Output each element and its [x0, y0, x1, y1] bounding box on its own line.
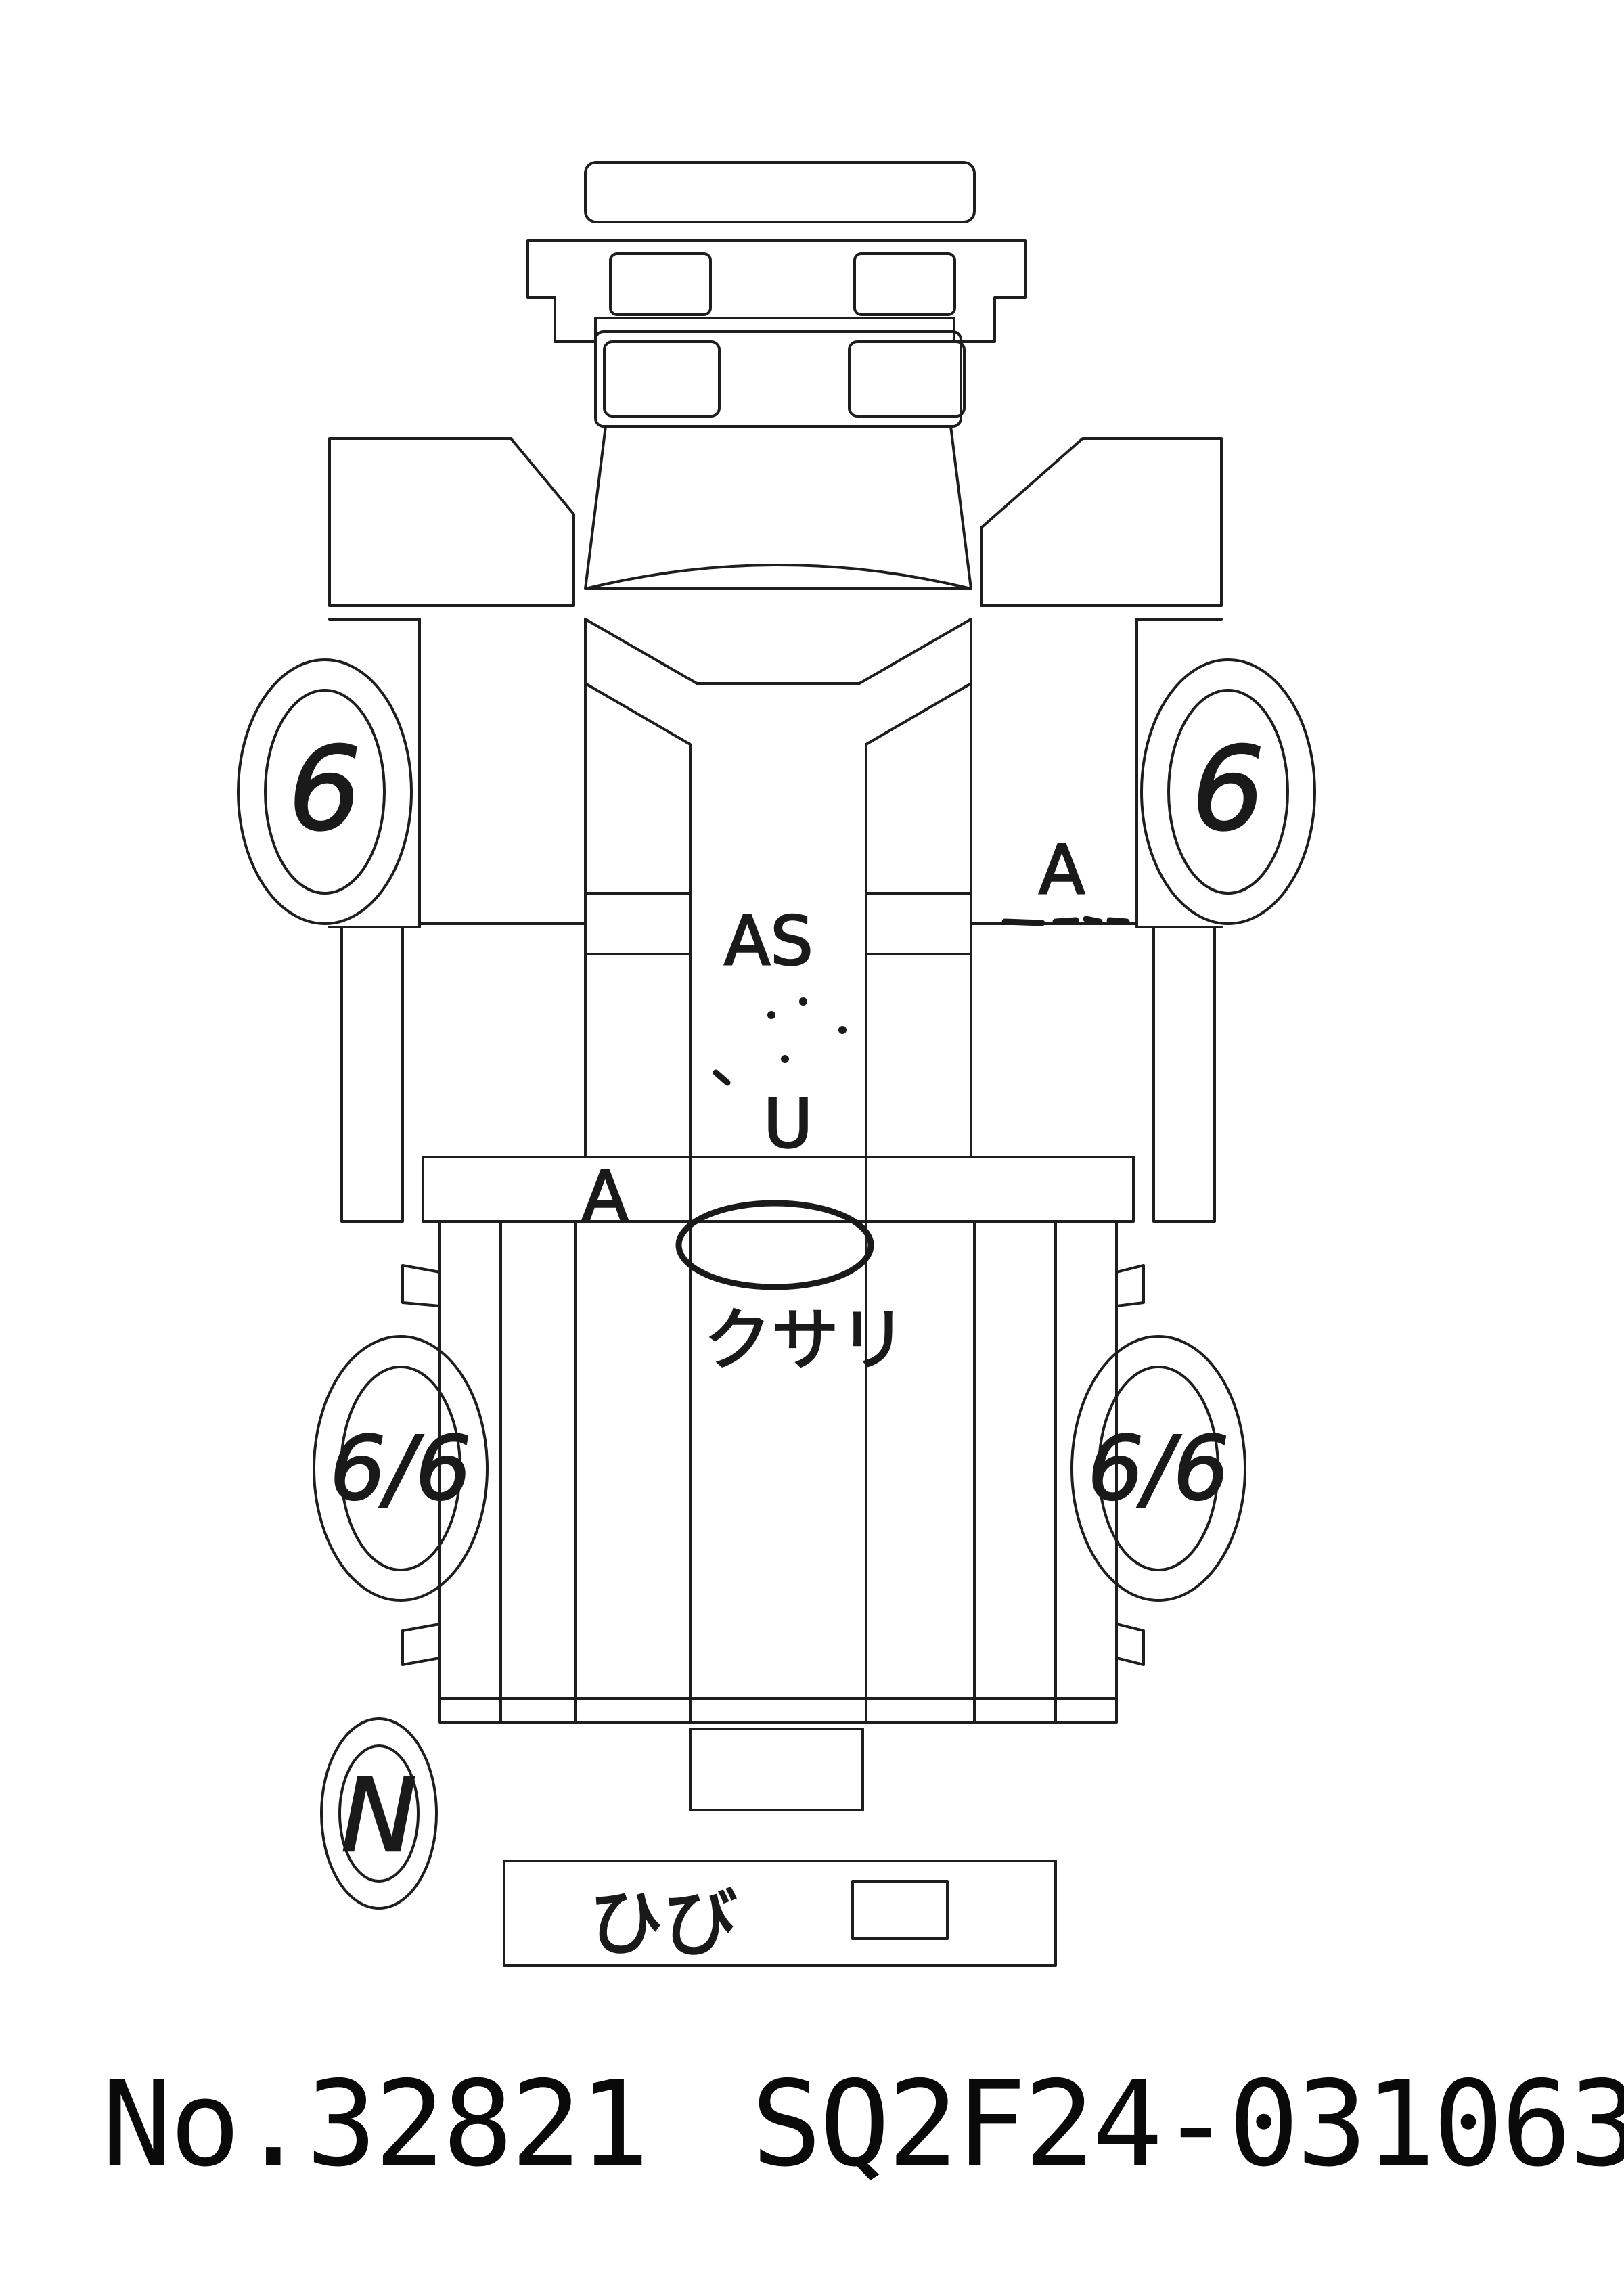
tire-rear-right-outer: [1070, 1335, 1246, 1602]
rear-deck: [438, 1220, 1118, 1724]
mudflap-left-rear: [401, 1623, 441, 1666]
vehicle-damage-diagram: 6 6 6/6 6/6 N AS U A A クサリ ひび: [237, 161, 1316, 1968]
bed-frame-left: [584, 682, 692, 1724]
rust-circle: [675, 1200, 874, 1290]
vehicle-outline: [237, 161, 1316, 1967]
right-side-panel-scratch: [1001, 916, 1130, 926]
bed-center-note: AS: [724, 901, 813, 981]
tire-front-left-outer: [237, 658, 413, 925]
right-side-panel-note: A: [1039, 830, 1085, 909]
tire-rear-left-outer: [313, 1335, 489, 1602]
handwritten-annotations: 6 6 6/6 6/6 N AS U A A クサリ ひび: [288, 722, 1266, 1968]
bed-frame-right: [865, 682, 972, 1724]
spare-tire-inner: [338, 1744, 420, 1883]
roof-curve: [584, 564, 972, 590]
mudflap-right-front: [1115, 1264, 1145, 1307]
tire-rear-right-note: 6/6: [1087, 1417, 1229, 1520]
headlight-left: [609, 252, 712, 316]
rust-note: クサリ: [704, 1301, 907, 1380]
window-right: [848, 340, 966, 418]
grille-crossbar: [526, 239, 1027, 343]
windshield-frame: [594, 330, 962, 428]
tire-rear-left-inner: [340, 1366, 461, 1571]
door-right: [980, 437, 1223, 607]
tire-rear-left-note: 6/6: [330, 1417, 471, 1520]
side-step-left: [340, 926, 404, 1223]
spare-tire-note: N: [341, 1757, 417, 1875]
cab-back-left: [584, 618, 972, 685]
mudflap-right-rear: [1115, 1623, 1145, 1666]
door-left: [328, 437, 575, 607]
left-frame-note: A: [582, 1156, 628, 1236]
tire-front-left-note: 6: [288, 723, 361, 857]
mudflap-left-front: [401, 1264, 441, 1307]
lot-number: No.32821: [102, 2056, 650, 2193]
hitch: [689, 1728, 864, 1811]
window-left: [603, 340, 721, 418]
headlight-right: [853, 252, 956, 316]
spare-tire-outer: [320, 1717, 438, 1910]
bed-center-mark: U: [763, 1084, 813, 1163]
cross-member: [422, 1156, 1135, 1223]
bed-dent-dots: [713, 997, 847, 1086]
tire-rear-right-inner: [1098, 1366, 1219, 1571]
rear-bumper-note: ひび: [589, 1880, 738, 1966]
rear-bumper: [503, 1860, 1057, 1967]
side-step-right: [1152, 926, 1216, 1223]
license-plate-box: [851, 1880, 949, 1940]
tire-front-right-inner: [1167, 689, 1289, 895]
tire-front-left-inner: [264, 689, 386, 895]
serial-number: SQ2F24-031063: [751, 2056, 1624, 2193]
tire-front-right-note: 6: [1192, 723, 1265, 857]
tire-front-right-outer: [1140, 658, 1316, 925]
front-bumper: [584, 161, 976, 223]
